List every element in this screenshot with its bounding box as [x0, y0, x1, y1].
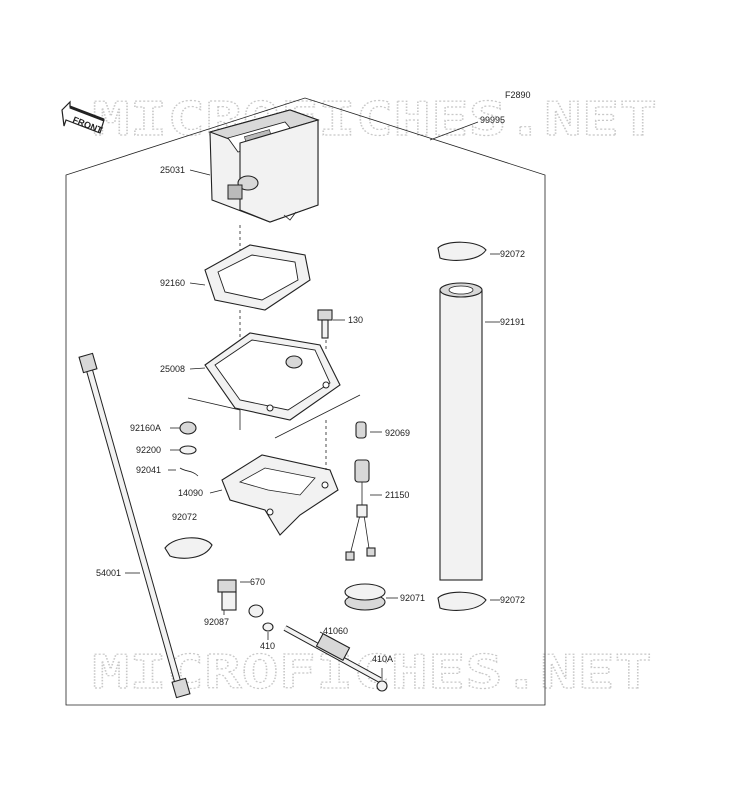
label-25031: 25031: [160, 165, 185, 175]
label-21150: 21150: [385, 490, 409, 500]
label-130: 130: [348, 315, 363, 325]
leader-lines: [125, 121, 500, 680]
label-670: 670: [250, 577, 265, 587]
gear-41060: [283, 625, 382, 683]
ring-92071: [344, 583, 386, 611]
washer-92200: [179, 445, 197, 455]
front-arrow-icon: FRONT: [61, 100, 105, 136]
clip-92041: [179, 467, 199, 477]
label-25008: 25008: [160, 364, 185, 374]
label-92072-c: 92072: [500, 595, 525, 605]
bulb-21150: [345, 459, 376, 561]
label-92069: 92069: [385, 428, 410, 438]
assembly-boundary: [65, 97, 546, 706]
clamp-92072-left: [164, 537, 213, 559]
oring-670: [248, 604, 264, 618]
clamp-92072-bottom: [437, 591, 487, 611]
label-92071: 92071: [400, 593, 425, 603]
label-92200: 92200: [136, 445, 161, 455]
label-41060: 41060: [323, 626, 348, 636]
label-92191: 92191: [500, 317, 525, 327]
label-410A: 410A: [372, 654, 393, 664]
label-92160A: 92160A: [130, 423, 161, 433]
speedometer-assembly: [208, 109, 320, 223]
cable-54001: [78, 352, 191, 699]
washer-410A: [376, 680, 388, 692]
socket-92069: [355, 421, 367, 439]
label-92160: 92160: [160, 278, 185, 288]
label-92087: 92087: [204, 617, 229, 627]
label-92041: 92041: [136, 465, 161, 475]
label-92072-b: 92072: [172, 512, 197, 522]
label-99995: 99995: [480, 115, 505, 125]
label-14090: 14090: [178, 488, 203, 498]
washer-410: [262, 622, 274, 632]
clamp-92072-top: [437, 241, 487, 261]
watermark-top: MICROFICHES.NET: [92, 92, 657, 146]
bolt-130: [317, 309, 333, 339]
fitting-92087: [217, 579, 237, 611]
grommet-92160A: [179, 421, 197, 435]
case-25008: [204, 332, 341, 421]
gasket-92160: [204, 244, 311, 311]
label-92072-a: 92072: [500, 249, 525, 259]
figure-code: F2890: [505, 90, 531, 100]
label-410: 410: [260, 641, 275, 651]
boot-92191: [439, 282, 483, 581]
label-54001: 54001: [96, 568, 121, 578]
bracket-14090: [221, 454, 339, 536]
